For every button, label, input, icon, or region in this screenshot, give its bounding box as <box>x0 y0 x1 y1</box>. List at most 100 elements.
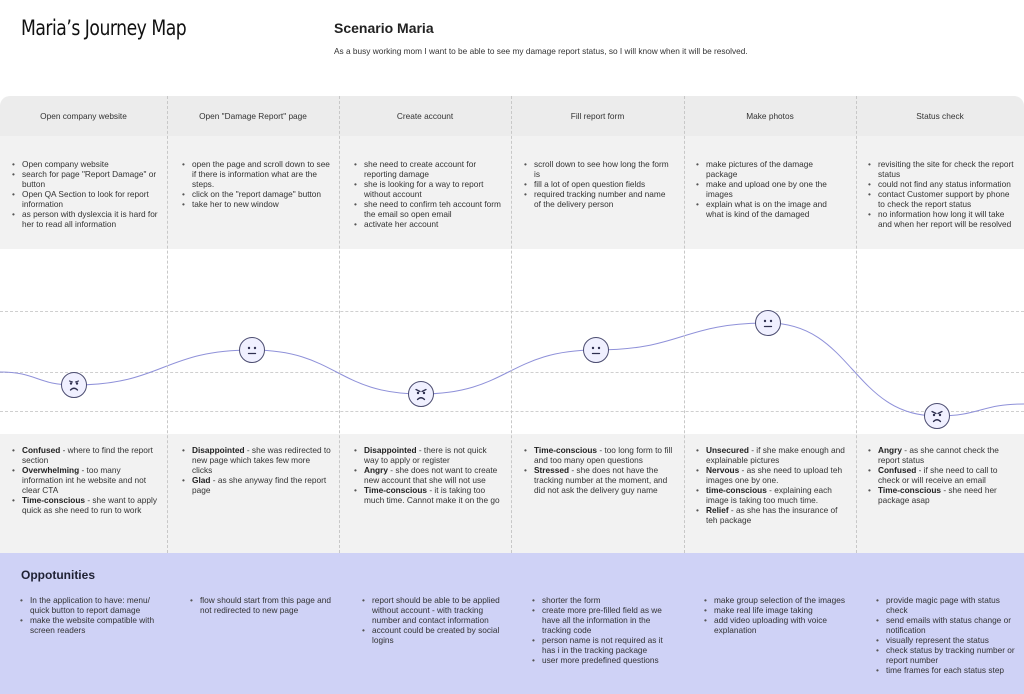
stage-header: Open "Damage Report" page <box>199 111 307 121</box>
action-list-item: explain what is on the image and what is… <box>696 199 846 219</box>
opportunity-list-item: make real life image taking <box>704 605 848 615</box>
action-list-item: no information how long it will take and… <box>868 209 1018 229</box>
feeling-label: time-conscious <box>706 485 767 495</box>
feeling-list-item: Confused - where to find the report sect… <box>12 445 160 465</box>
action-list-item: could not find any status information <box>868 179 1018 189</box>
opportunity-list-item: send emails with status change or notifi… <box>876 615 1020 635</box>
scenario-description: As a busy working mom I want to be able … <box>334 46 748 56</box>
mood-neutral-face-icon <box>755 310 781 336</box>
stage-header: Fill report form <box>570 111 625 121</box>
stage-header: Status check <box>916 111 964 121</box>
opportunity-list: flow should start from this page and not… <box>190 595 334 615</box>
feeling-label: Angry <box>878 445 902 455</box>
action-list-item: she need to create account for reporting… <box>354 159 502 179</box>
stage-header-band <box>0 96 1024 136</box>
action-list-item: scroll down to see how long the form is <box>524 159 674 179</box>
stage-header: Create account <box>396 111 454 121</box>
opportunity-list-item: add video uploading with voice explanati… <box>704 615 848 635</box>
feeling-list-item: Confused - if she need to call to check … <box>868 465 1018 485</box>
feeling-list-item: Nervous - as she need to upload teh imag… <box>696 465 846 485</box>
opportunity-list-item: visually represent the status <box>876 635 1020 645</box>
opportunity-list-item: report should be able to be applied with… <box>362 595 504 625</box>
action-list-item: search for page "Report Damage" or butto… <box>12 169 160 189</box>
feeling-label: Time-conscious <box>534 445 598 455</box>
feeling-text: - she want to apply quick as she need to… <box>22 495 157 515</box>
opportunity-list: make group selection of the imagesmake r… <box>704 595 848 635</box>
feeling-label: Unsecured <box>706 445 749 455</box>
feeling-label: Time-conscious <box>878 485 942 495</box>
stage-divider <box>856 96 857 553</box>
feeling-text: - she need her package asap <box>878 485 997 505</box>
feeling-text: - as she need to upload teh images one b… <box>706 465 843 485</box>
feeling-text: - explaining each image is taking too mu… <box>706 485 832 505</box>
feeling-list-item: Time-conscious - it is taking too much t… <box>354 485 502 505</box>
action-list-item: make pictures of the damage package <box>696 159 846 179</box>
feeling-text: - it is taking too much time. Cannot mak… <box>364 485 500 505</box>
opportunity-list-item: flow should start from this page and not… <box>190 595 334 615</box>
emotion-curve <box>0 322 1024 417</box>
action-list-item: she need to confirm teh account form the… <box>354 199 502 219</box>
mood-angry-face-icon <box>924 403 950 429</box>
action-list-item: take her to new window <box>182 199 332 209</box>
feeling-label: Overwhelming <box>22 465 80 475</box>
action-list: revisiting the site for check the report… <box>868 159 1018 229</box>
feeling-list-item: Time-conscious - too long form to fill a… <box>524 445 674 465</box>
feeling-list-item: Time-conscious - she want to apply quick… <box>12 495 160 515</box>
feeling-list: Disappointed - there is not quick way to… <box>354 445 502 505</box>
action-list-item: make and upload one by one the images <box>696 179 846 199</box>
opportunity-list: provide magic page with status checksend… <box>876 595 1020 675</box>
opportunity-list: report should be able to be applied with… <box>362 595 504 645</box>
feeling-list-item: Stressed - she does not have the trackin… <box>524 465 674 495</box>
feeling-text: - if she make enough and explainable pic… <box>706 445 845 465</box>
map-title: Maria’s Journey Map <box>21 16 187 40</box>
feeling-text: - too many information int he website an… <box>22 465 147 495</box>
feeling-list-item: Time-conscious - she need her package as… <box>868 485 1018 505</box>
feeling-list-item: Angry - as she cannot check the report s… <box>868 445 1018 465</box>
action-list-item: click on the "report damage" button <box>182 189 332 199</box>
opportunity-list-item: create more pre-filled field as we have … <box>532 605 676 635</box>
mood-gridline-mid <box>0 372 1024 373</box>
feeling-text: - she does not want to create new accoun… <box>364 465 498 485</box>
opportunity-list-item: provide magic page with status check <box>876 595 1020 615</box>
feeling-list: Unsecured - if she make enough and expla… <box>696 445 846 525</box>
stage-divider <box>167 96 168 553</box>
mood-gridline-low <box>0 411 1024 412</box>
action-list-item: open the page and scroll down to see if … <box>182 159 332 189</box>
feeling-text: - as she has the insurance of teh packag… <box>706 505 838 525</box>
feeling-label: Nervous <box>706 465 740 475</box>
feeling-text: - she does not have the tracking number … <box>534 465 668 495</box>
mood-gridline-high <box>0 311 1024 312</box>
feeling-text: - if she need to call to check or will r… <box>878 465 998 485</box>
feeling-text: - as she anyway find the report page <box>192 475 327 495</box>
opportunity-list: shorter the formcreate more pre-filled f… <box>532 595 676 665</box>
mood-sad-face-icon <box>61 372 87 398</box>
feeling-list-item: time-conscious - explaining each image i… <box>696 485 846 505</box>
mood-neutral-face-icon <box>583 337 609 363</box>
feeling-label: Confused <box>878 465 917 475</box>
stage-divider <box>339 96 340 553</box>
emotion-chart-band <box>0 249 1024 434</box>
action-list-item: revisiting the site for check the report… <box>868 159 1018 179</box>
action-list: she need to create account for reporting… <box>354 159 502 229</box>
opportunity-list-item: In the application to have: menu/ quick … <box>20 595 162 615</box>
feeling-label: Time-conscious <box>364 485 428 495</box>
action-list-item: activate her account <box>354 219 502 229</box>
mood-angry-face-icon <box>408 381 434 407</box>
action-list-item: required tracking number and name of the… <box>524 189 674 209</box>
feeling-text: - as she cannot check the report status <box>878 445 999 465</box>
opportunity-list-item: shorter the form <box>532 595 676 605</box>
stage-header: Make photos <box>746 111 794 121</box>
action-list-item: contact Customer support by phone to che… <box>868 189 1018 209</box>
stage-divider <box>511 96 512 553</box>
opportunity-list-item: person name is not required as it has i … <box>532 635 676 655</box>
feeling-list-item: Glad - as she anyway find the report pag… <box>182 475 332 495</box>
emotion-curve-chart <box>0 322 1024 417</box>
feeling-label: Disappointed <box>364 445 417 455</box>
action-list: open the page and scroll down to see if … <box>182 159 332 209</box>
opportunity-list-item: user more predefined questions <box>532 655 676 665</box>
stage-divider <box>684 96 685 553</box>
feeling-label: Glad <box>192 475 211 485</box>
mood-neutral-face-icon <box>239 337 265 363</box>
feeling-text: - where to find the report section <box>22 445 153 465</box>
feeling-list-item: Unsecured - if she make enough and expla… <box>696 445 846 465</box>
